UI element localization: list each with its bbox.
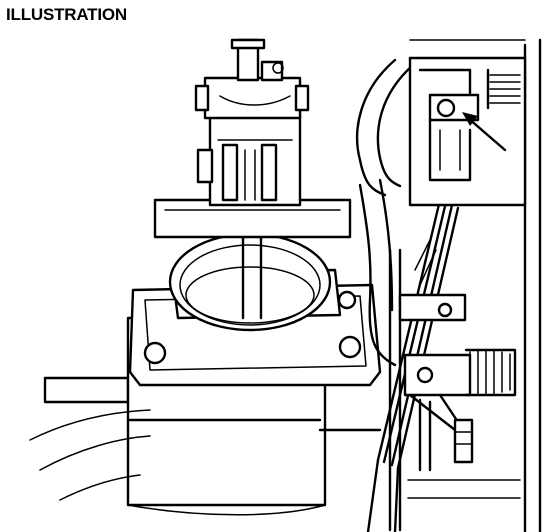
throttle-body: [29, 213, 382, 516]
throttle-linkage: [398, 293, 521, 499]
cable-harness: [356, 58, 460, 532]
throttle-position-sensor: [153, 38, 352, 239]
arrow-icon: [462, 112, 507, 152]
detail-inset: [408, 56, 527, 207]
illustration-title: ILLUSTRATION: [6, 5, 127, 24]
